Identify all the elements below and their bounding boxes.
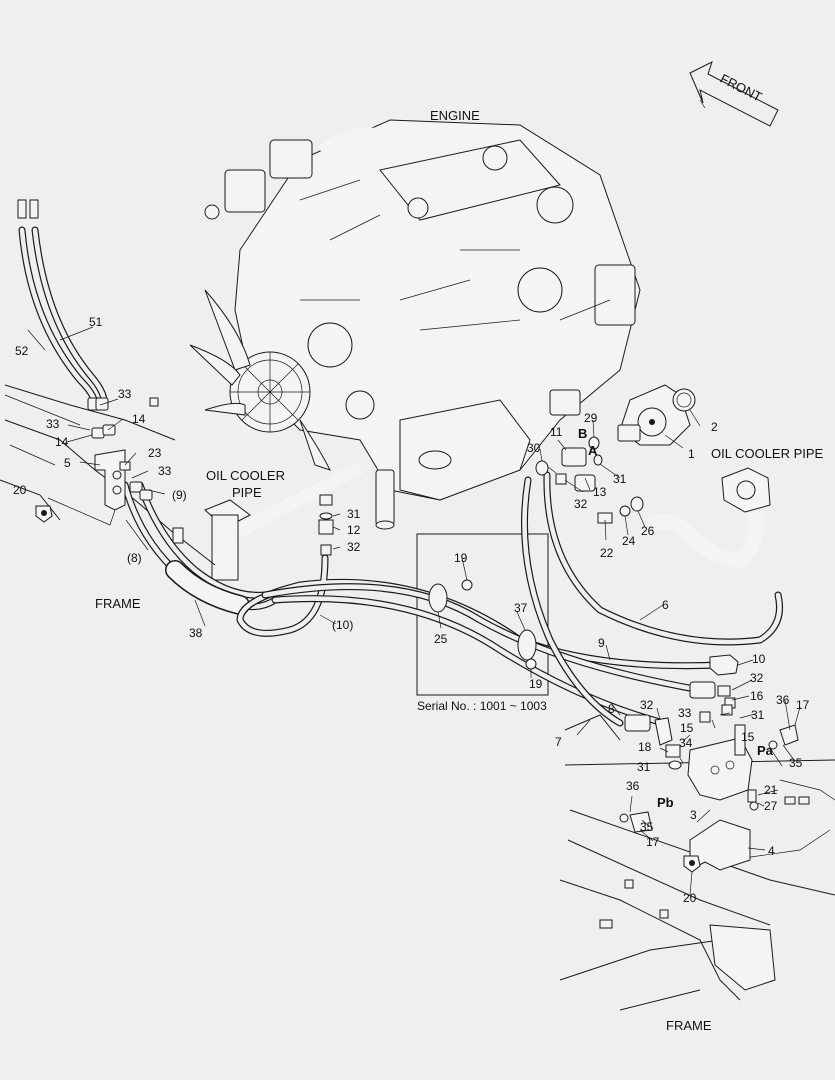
callout: 33 (158, 464, 172, 478)
callout: 34 (679, 736, 693, 750)
oil-cooler-pipe-left-line1: OIL COOLER (206, 468, 285, 483)
callout: 12 (347, 523, 361, 537)
gear-pump (617, 384, 696, 446)
callout: 35 (640, 820, 654, 834)
engine-label: ENGINE (430, 108, 480, 123)
callout: 33 (678, 706, 692, 720)
callout: 20 (13, 483, 27, 497)
oil-cooler-pipe-right-label: OIL COOLER PIPE (711, 446, 824, 461)
callout: 36 (776, 693, 790, 707)
callout: 20 (683, 891, 697, 905)
callout: 32 (750, 671, 764, 685)
callout: 4 (768, 844, 775, 858)
callout: 3 (690, 808, 697, 822)
clamps (428, 583, 537, 661)
callout: 33 (46, 417, 60, 431)
callout: 23 (148, 446, 162, 460)
frame-bottom-label: FRAME (666, 1018, 712, 1033)
callout: 25 (434, 632, 448, 646)
serial-label: Serial No. : 1001 ~ 1003 (417, 699, 547, 713)
callout: 33 (118, 387, 132, 401)
callout: (9) (172, 488, 187, 502)
callout: 16 (750, 689, 764, 703)
front-label: FRONT (718, 71, 765, 105)
callout: 7 (555, 735, 562, 749)
callout: 27 (764, 799, 778, 813)
callout: 8 (608, 702, 615, 716)
callout: 26 (641, 524, 655, 538)
callout: 24 (622, 534, 636, 548)
callout: 9 (598, 636, 605, 650)
callout-numbers: 51 52 33 33 14 14 5 23 33 (9) 20 (8) 38 … (13, 315, 810, 905)
serial-inset-box: Serial No. : 1001 ~ 1003 (416, 533, 549, 713)
callout: 15 (680, 721, 694, 735)
callout: 37 (514, 601, 528, 615)
callout: 6 (662, 598, 669, 612)
callout: 29 (584, 411, 598, 425)
callout: 5 (64, 456, 71, 470)
callout: 11 (550, 425, 563, 439)
oil-cooler-pipe-right (646, 467, 771, 568)
callout: 32 (640, 698, 654, 712)
callout: 36 (626, 779, 640, 793)
port-pb-label: Pb (657, 795, 674, 810)
callout: 51 (89, 315, 103, 329)
callout: 22 (600, 546, 614, 560)
callout: 10 (752, 652, 766, 666)
callout: 1 (688, 447, 695, 461)
callout: 31 (637, 760, 651, 774)
port-pa-label: Pa (757, 743, 774, 758)
callout: 19 (529, 677, 543, 691)
hoses (18, 226, 783, 727)
callout: 31 (751, 708, 765, 722)
frame-left-label: FRAME (95, 596, 141, 611)
callout: 32 (347, 540, 361, 554)
oil-cooler-pipe-left-line2: PIPE (232, 485, 262, 500)
callout: (8) (127, 551, 142, 565)
callout: 13 (593, 485, 607, 499)
callout: 14 (132, 412, 146, 426)
callout: (10) (332, 618, 353, 632)
leader-lines (27, 99, 801, 896)
port-a-label: A (588, 443, 598, 458)
callout: 30 (527, 441, 541, 455)
callout: 35 (789, 756, 803, 770)
callout: 17 (796, 698, 810, 712)
engine-drawing (189, 119, 641, 530)
callout: 17 (646, 835, 660, 849)
callout: 14 (55, 435, 69, 449)
callout: 18 (638, 740, 652, 754)
fittings (17, 199, 799, 873)
callout: 38 (189, 626, 203, 640)
callout: 2 (711, 420, 718, 434)
callout: 31 (613, 472, 627, 486)
oil-cooler-pipe-left (204, 462, 363, 581)
callout: 21 (764, 783, 778, 797)
frame-bottom (559, 714, 835, 1011)
callout: 31 (347, 507, 361, 521)
callout: 19 (454, 551, 468, 565)
callout: 15 (741, 730, 755, 744)
text-labels: OIL COOLER PIPE OIL COOLER PIPE FRAME FR… (95, 426, 824, 1033)
port-b-label: B (578, 426, 587, 441)
front-arrow: FRONT (689, 61, 779, 127)
callout: 52 (15, 344, 29, 358)
callout: 32 (574, 497, 588, 511)
